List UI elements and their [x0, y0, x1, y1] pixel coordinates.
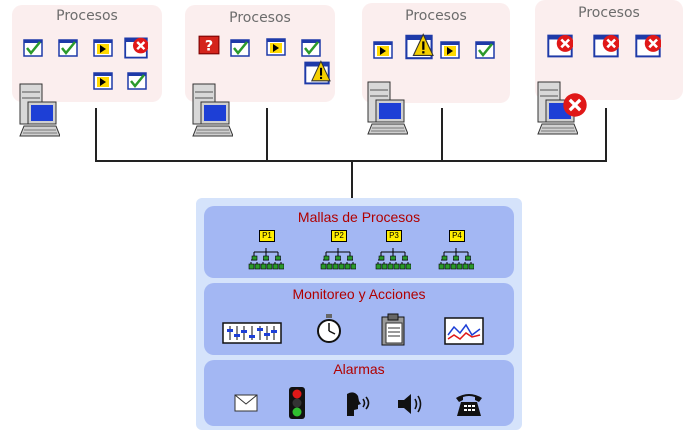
process-tree-2-icon[interactable]: P2: [320, 230, 356, 274]
connector-drop-1: [95, 108, 97, 161]
process-ok-icon[interactable]: [23, 38, 43, 58]
server-icon[interactable]: [10, 82, 60, 138]
process-title: Procesos: [405, 8, 467, 24]
tree-label: P2: [331, 230, 347, 242]
process-error-icon[interactable]: [547, 33, 573, 59]
mallas-title: Mallas de Procesos: [297, 209, 421, 225]
process-ok-icon[interactable]: [230, 38, 250, 58]
envelope-icon[interactable]: [234, 394, 258, 412]
server-error-icon: [563, 93, 587, 117]
connector-drop-4: [605, 108, 607, 161]
process-tree-1-icon[interactable]: P1: [248, 230, 284, 274]
mixer-console-icon[interactable]: [222, 321, 282, 345]
server-icon[interactable]: [183, 82, 233, 138]
process-ok-icon[interactable]: [127, 71, 147, 91]
monitoreo-title: Monitoreo y Acciones: [292, 286, 426, 302]
process-running-icon[interactable]: [373, 40, 393, 60]
process-warning-icon[interactable]: [302, 60, 332, 86]
tree-label: P3: [386, 230, 402, 242]
stopwatch-icon[interactable]: [316, 313, 342, 345]
tree-label: P4: [449, 230, 465, 242]
process-title: Procesos: [229, 10, 291, 26]
process-warning-icon[interactable]: [404, 33, 434, 61]
process-running-icon[interactable]: [440, 40, 460, 60]
process-ok-icon[interactable]: [475, 40, 495, 60]
telephone-icon[interactable]: [454, 390, 484, 418]
mallas-section: Mallas de Procesos P1 P2 P3 P4: [204, 206, 514, 278]
process-error-icon[interactable]: [124, 36, 148, 60]
process-ok-icon[interactable]: [58, 38, 78, 58]
control-panel: Mallas de Procesos P1 P2 P3 P4 Monitoreo…: [196, 198, 522, 430]
process-error-icon[interactable]: [635, 33, 661, 59]
chart-monitor-icon[interactable]: [444, 317, 484, 345]
monitoreo-section: Monitoreo y Acciones: [204, 283, 514, 355]
process-tree-3-icon[interactable]: P3: [375, 230, 411, 274]
speaking-head-icon[interactable]: [344, 390, 372, 418]
connector-trunk: [351, 160, 353, 198]
server-icon[interactable]: [358, 80, 408, 136]
traffic-light-icon[interactable]: [288, 386, 306, 420]
tree-label: P1: [259, 230, 275, 242]
process-title: Procesos: [578, 5, 640, 21]
speaker-icon[interactable]: [396, 391, 426, 417]
process-error-icon[interactable]: [593, 33, 619, 59]
process-tree-4-icon[interactable]: P4: [438, 230, 474, 274]
connector-drop-3: [441, 108, 443, 161]
process-running-icon[interactable]: [93, 38, 113, 58]
process-running-icon[interactable]: [266, 37, 286, 57]
clipboard-icon[interactable]: [380, 313, 406, 347]
alarmas-title: Alarmas: [333, 361, 385, 377]
process-running-icon[interactable]: [93, 71, 113, 91]
connector-drop-2: [266, 108, 268, 161]
process-ok-icon[interactable]: [301, 38, 321, 58]
alarmas-section: Alarmas: [204, 360, 514, 426]
process-unknown-icon[interactable]: [198, 33, 220, 57]
process-title: Procesos: [56, 8, 118, 24]
